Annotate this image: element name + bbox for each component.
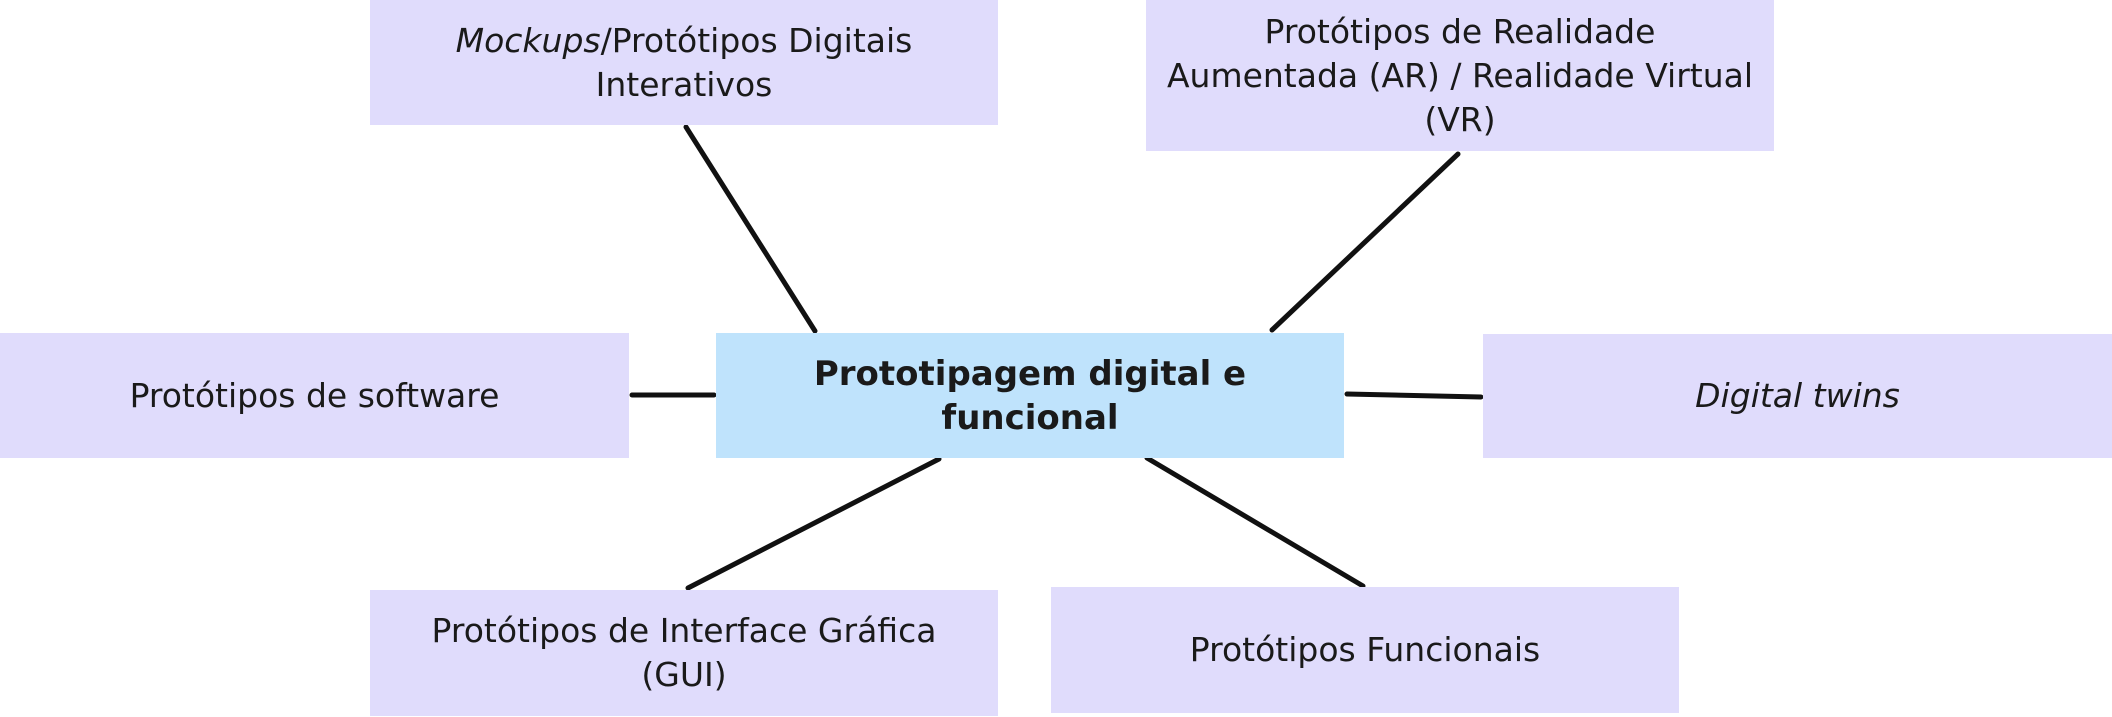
node-center-label: Prototipagem digital e funcional	[813, 353, 1247, 438]
node-digital-twins: Digital twins	[1483, 334, 2112, 458]
node-prototipos-ar-vr: Protótipos de Realidade Aumentada (AR) /…	[1146, 0, 1774, 151]
node-mockups-label-rest: /Protótipos Digitais Interativos	[595, 20, 913, 104]
connector-center-to-mockups	[683, 124, 818, 334]
node-prototipos-software: Protótipos de software	[0, 333, 629, 458]
node-ar-vr-label: Protótipos de Realidade Aumentada (AR) /…	[1166, 11, 1754, 139]
node-mockups-prototipos-digitais: Mockups/Protótipos Digitais Interativos	[370, 0, 998, 125]
node-prototipos-funcionais: Protótipos Funcionais	[1051, 587, 1679, 713]
connector-center-to-gui	[685, 456, 942, 591]
node-funcionais-label: Protótipos Funcionais	[1189, 630, 1541, 669]
node-software-label: Protótipos de software	[129, 375, 500, 415]
node-prototipos-gui: Protótipos de Interface Gráfica (GUI)	[370, 590, 998, 716]
connector-center-to-ar-vr	[1269, 151, 1461, 333]
node-mockups-label: Mockups/Protótipos Digitais Interativos	[388, 19, 980, 107]
connector-center-to-digital-twins	[1344, 391, 1484, 400]
connector-center-to-funcionais	[1144, 455, 1366, 589]
node-digital-twins-label: Digital twins	[1695, 376, 1900, 415]
node-mockups-label-emphasis: Mockups	[455, 20, 601, 60]
node-center-prototipagem: Prototipagem digital e funcional	[716, 333, 1344, 458]
node-gui-label: Protótipos de Interface Gráfica (GUI)	[431, 611, 937, 694]
